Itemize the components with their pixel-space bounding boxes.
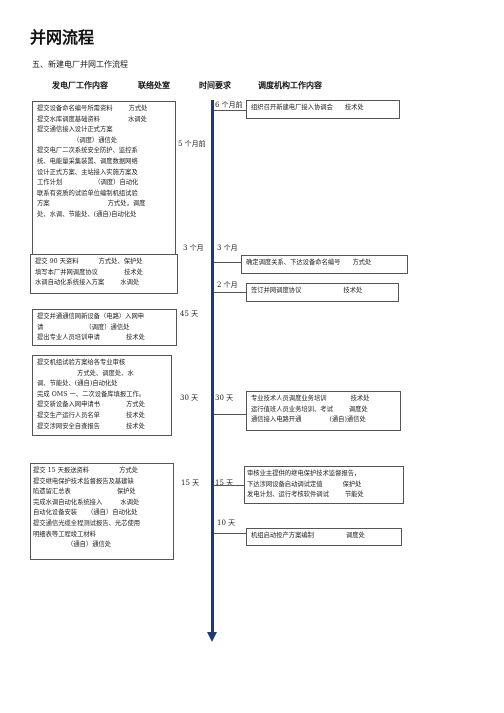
line: 统、电能量采集装置、调度数据网络 — [37, 157, 138, 165]
header-time: 时间要求 — [199, 81, 231, 90]
line: 水调自动化系统接入方案 水调处 — [35, 279, 140, 287]
time-label-5months: 5 个月前 — [178, 140, 206, 148]
line: 提交并通通信网新设备（电路）入网申 — [37, 313, 145, 320]
dispatch-step-box-3: 签订并网调度协议 技术处 — [246, 283, 399, 302]
line: 审核业主提供的继电保护技术监督报告， — [247, 470, 361, 477]
line: 发电计划、运行考核软件调试 节能处 — [247, 491, 364, 499]
page-title: 并网流程 — [30, 28, 95, 47]
line: 陷遗留汇总表 保护处 — [33, 488, 136, 496]
time-label-15days-left: 15 天 — [181, 479, 200, 487]
time-label-30days-left: 30 天 — [180, 394, 199, 402]
header-dispatch: 调度机构工作内容 — [258, 81, 322, 90]
plant-step-box-2: 提交 90 天资料 方式处、保护处 填写本厂并网调度协议 技术处 水调自动化系统… — [30, 254, 178, 294]
dispatch-step-box-4: 专业技术人员调度业务培训 技术处 运行值班人员业务培训、考试 调度处 通信接入电… — [246, 391, 401, 431]
dispatch-step-box-6: 机组启动投产方案编制 调度处 — [246, 528, 402, 546]
line: 方式处、调度处、水 — [37, 369, 134, 377]
line: 提交水库调度基础资料 水调处 — [37, 115, 147, 123]
dispatch-step-box-5: 审核业主提供的继电保护技术监督报告， 下达涉网设备启动调试定值 保护处 发电计划… — [244, 466, 404, 504]
timeline-axis — [211, 100, 214, 636]
line: 签订并网调度协议 技术处 — [251, 287, 363, 294]
plant-step-box-3: 提交并通通信网新设备（电路）入网申 请 （调度）通信处 提出专业人员培训申请 技… — [32, 309, 177, 346]
time-label-10days: 10 天 — [217, 519, 236, 527]
dispatch-step-box-2: 确定调度关系、下达设备命名编号 方式处 — [241, 255, 408, 274]
line: 处、水调、节能处、(通自)自动化处 — [37, 210, 137, 218]
connector — [214, 533, 246, 534]
line: （通自）通信处 — [33, 541, 112, 549]
line: 工作计划 （调度）自动化 — [37, 179, 139, 187]
header-dept: 联络处室 — [138, 81, 170, 90]
line: 下达涉网设备启动调试定值 保护处 — [247, 480, 362, 488]
line: （调度）通信处 — [37, 136, 118, 144]
line: 设计正式方案、主站接入实施方案及 — [37, 168, 138, 176]
line: 确定调度关系、下达设备命名编号 方式处 — [246, 259, 372, 266]
plant-step-box-4: 提交机组试验方案给各专业审核 方式处、调度处、水 调、节能处、(通自)自动化处 … — [32, 355, 172, 436]
connector — [214, 110, 246, 111]
line: 提交设备命名编号所需资料 方式处 — [37, 105, 148, 112]
line: 运行值班人员业务培训、考试 调度处 — [251, 405, 368, 413]
line: 提出专业人员培训申请 技术处 — [37, 334, 145, 342]
connector — [214, 485, 244, 486]
dispatch-step-box-1: 组织召开新建电厂接入协调会 技术处 — [246, 100, 400, 119]
line: 调、节能处、(通自)自动化处 — [37, 380, 118, 388]
section-subtitle: 五、新建电厂并网工作流程 — [32, 60, 128, 69]
line: 完成水调自动化系统接入 水调处 — [33, 498, 140, 506]
time-label-2months: 2 个月 — [217, 281, 238, 289]
time-label-15days-right: 15 天 — [215, 479, 234, 487]
line: 机组启动投产方案编制 调度处 — [251, 532, 365, 539]
plant-step-box-1: 提交设备命名编号所需资料 方式处 提交水库调度基础资料 水调处 提交通信接入设计… — [32, 101, 176, 259]
time-label-3months-left: 3 个月 — [183, 244, 204, 252]
time-label-6months: 6 个月前 — [215, 101, 243, 109]
line: 提交通信光缆全程测试报告、光芯使用 — [33, 519, 141, 527]
time-label-45days: 45 天 — [180, 310, 199, 318]
line: 完成 OMS 一、二次设备库填报工作。 — [37, 390, 146, 398]
line: 联系有资质的试验单位编制机组试验 — [37, 189, 138, 197]
line: 填写本厂并网调度协议 技术处 — [35, 268, 143, 276]
line: 方案 方式处，调度 — [37, 200, 146, 208]
connector — [214, 262, 241, 263]
line: 提交 90 天资料 方式处、保护处 — [35, 258, 143, 265]
connector — [214, 292, 246, 293]
line: 提交通信接入设计正式方案 — [37, 126, 113, 134]
line: 提交电厂二次系统安全防护、监控系 — [37, 147, 138, 155]
line: 提交生产运行人员名单 技术处 — [37, 411, 145, 419]
line: 提交继电保护技术监督报告及基建缺 — [33, 477, 134, 485]
line: 自动化设备安装 （通自）自动化处 — [33, 509, 138, 517]
line: 明细表等工程竣工材料 — [33, 530, 96, 538]
time-label-30days-right: 30 天 — [215, 394, 234, 402]
line: 通信接入电路开通 (通自)通信处 — [251, 416, 366, 424]
line: 提交新设备入网申请书 方式处 — [37, 401, 145, 409]
line: 提交涉网安全自查报告 技术处 — [37, 422, 145, 430]
connector — [214, 414, 246, 415]
plant-step-box-5: 提交 15 天报送资料 方式处 提交继电保护技术监督报告及基建缺 陷遗留汇总表 … — [30, 463, 174, 560]
line: 专业技术人员调度业务培训 技术处 — [251, 395, 370, 402]
header-plant: 发电厂工作内容 — [52, 81, 108, 90]
line: 请 （调度）通信处 — [37, 323, 130, 331]
time-label-3months-right: 3 个月 — [217, 244, 238, 252]
line: 提交 15 天报送资料 方式处 — [33, 467, 139, 474]
line: 组织召开新建电厂接入协调会 技术处 — [251, 104, 364, 111]
line: 提交机组试验方案给各专业审核 — [37, 359, 126, 366]
timeline-arrow-icon — [207, 632, 217, 642]
